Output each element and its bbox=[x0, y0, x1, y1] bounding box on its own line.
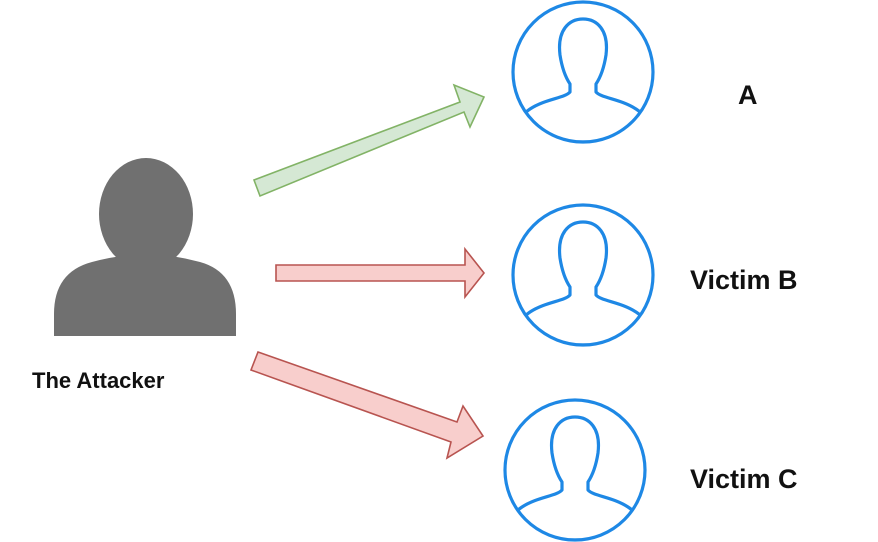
victim-a-icon bbox=[511, 0, 655, 144]
arrow-to-victim-a bbox=[252, 83, 486, 198]
arrow-to-victim-c bbox=[249, 350, 485, 460]
attacker-label: The Attacker bbox=[32, 368, 165, 393]
victim-c-label: Victim C bbox=[690, 464, 798, 494]
victim-b-label: Victim B bbox=[690, 265, 798, 295]
attacker-icon bbox=[54, 158, 236, 336]
victim-c-icon bbox=[503, 398, 647, 542]
victim-b-icon bbox=[511, 203, 655, 347]
arrow-to-victim-b bbox=[275, 246, 486, 300]
victim-a-label: A bbox=[738, 80, 758, 110]
